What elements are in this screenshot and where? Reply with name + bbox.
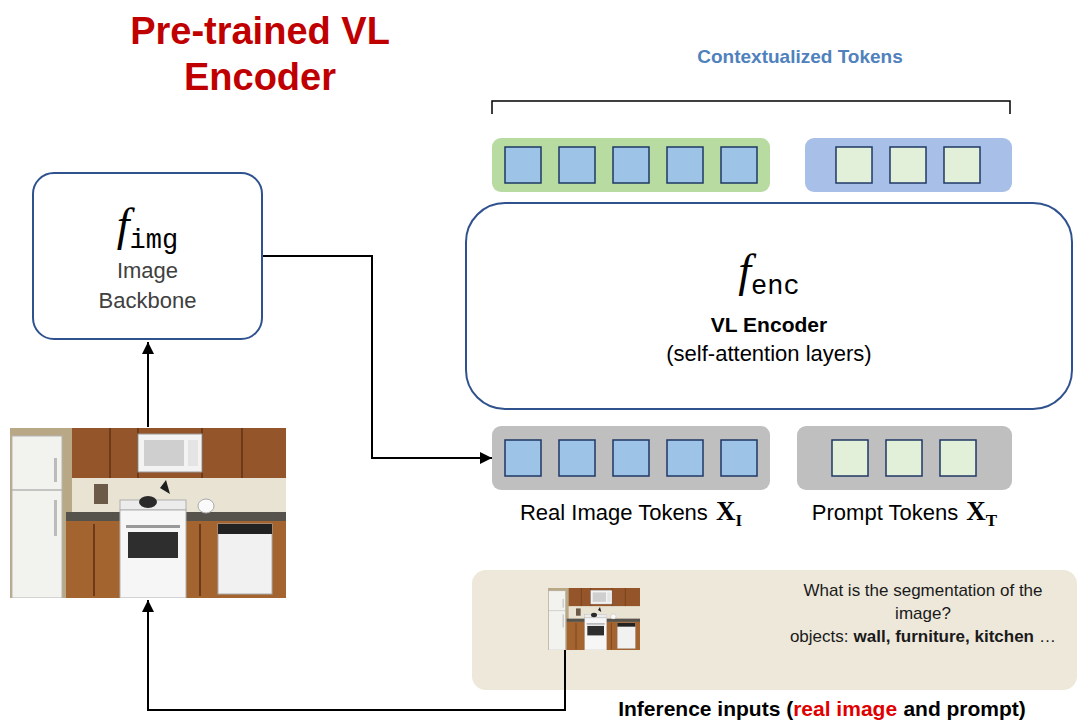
math-subscript: T bbox=[986, 511, 997, 530]
image-token-squares bbox=[559, 440, 595, 476]
math-symbol: X bbox=[716, 496, 736, 526]
image-token-squares bbox=[613, 440, 649, 476]
contextualized-image-tokens bbox=[667, 147, 703, 183]
text-row: Real Image Tokens XI bbox=[520, 496, 742, 531]
token-label: Prompt Tokens bbox=[812, 500, 958, 525]
kitchen-photo bbox=[10, 428, 286, 598]
module-note: (self-attention layers) bbox=[666, 341, 871, 366]
prompt-objects: wall, furniture, kitchen bbox=[854, 627, 1034, 646]
inference-caption-text: real image bbox=[793, 697, 897, 720]
text-row: objects: wall, furniture, kitchen … bbox=[777, 626, 1069, 649]
contextualized-prompt-tokens bbox=[805, 138, 1012, 192]
contextualized-image-tokens bbox=[721, 147, 757, 183]
token-group: Real Image TokensXI bbox=[492, 426, 770, 490]
inference-caption-text: and prompt) bbox=[903, 697, 1025, 720]
prompt-panel: What is the segmentation of the image? ob… bbox=[472, 570, 1077, 690]
text-row: (self-attention layers) bbox=[666, 339, 871, 370]
image-backbone-box: fimgImage Backbone bbox=[32, 172, 263, 340]
diagram-title: Pre-trained VL Encoder bbox=[100, 8, 420, 101]
math-subscript: I bbox=[735, 511, 742, 530]
contextualized-prompt-tokens bbox=[944, 147, 980, 183]
contextualized-image-tokens bbox=[559, 147, 595, 183]
kitchen-photo bbox=[10, 428, 286, 598]
token-label: Real Image Tokens bbox=[520, 500, 708, 525]
text-group: fenc VL Encoder(self-attention layers) bbox=[666, 242, 871, 370]
section-label-text: Contextualized Tokens bbox=[697, 46, 903, 67]
prompt-thumbnail bbox=[548, 588, 640, 692]
image-token-squares bbox=[721, 440, 757, 476]
prompt-token-squares bbox=[797, 426, 1012, 490]
text-group: What is the segmentation of the image? ob… bbox=[777, 580, 1069, 649]
contextualized-prompt-tokens bbox=[836, 147, 872, 183]
prompt-token-squares bbox=[940, 440, 976, 476]
text-row: VL Encoder bbox=[666, 302, 871, 339]
prompt-ellipsis: … bbox=[1039, 627, 1056, 646]
section-label: Contextualized Tokens bbox=[590, 46, 1010, 68]
connector-arrow bbox=[263, 256, 492, 458]
text-group: Real Image Tokens XI bbox=[520, 496, 742, 531]
vl-encoder-box: fenc VL Encoder(self-attention layers) bbox=[465, 202, 1073, 410]
text-group: fimgImage Backbone bbox=[92, 196, 204, 315]
module-name: Image Backbone bbox=[92, 256, 204, 315]
inference-caption: Inference inputs (real image and prompt) bbox=[572, 697, 1072, 721]
text-row: What is the segmentation of the image? bbox=[777, 580, 1069, 626]
image-token-squares bbox=[667, 440, 703, 476]
math-symbol: X bbox=[966, 496, 986, 526]
contextualized-image-tokens bbox=[492, 138, 770, 192]
contextualized-image-tokens bbox=[613, 147, 649, 183]
connectors bbox=[263, 256, 492, 458]
prompt-question: What is the segmentation of the image? bbox=[803, 581, 1042, 623]
function-symbol: f bbox=[117, 199, 130, 250]
prompt-thumbnail bbox=[548, 588, 640, 650]
token-group: Prompt TokensXT bbox=[797, 426, 1012, 490]
prompt-thumbnail bbox=[564, 650, 566, 690]
image-token-squares bbox=[505, 440, 541, 476]
contextualized-tokens-bracket bbox=[492, 101, 1010, 114]
image-token-squares bbox=[492, 426, 770, 490]
text-row: fenc bbox=[666, 242, 871, 302]
prompt-token-squares bbox=[886, 440, 922, 476]
text-row: Image Backbone bbox=[92, 256, 204, 315]
function-symbol: f bbox=[738, 245, 751, 296]
inference-caption-text: Inference inputs ( bbox=[618, 697, 793, 720]
function-subscript: img bbox=[130, 226, 179, 256]
contextualized-image-tokens bbox=[492, 138, 770, 192]
module-name: VL Encoder bbox=[711, 310, 827, 339]
text-row: fimg bbox=[92, 196, 204, 256]
prompt-token-squares bbox=[832, 440, 868, 476]
prompt-key: objects: bbox=[790, 627, 849, 646]
text-row: Prompt Tokens XT bbox=[812, 496, 997, 531]
contextualized-tokens-bracket bbox=[492, 101, 1010, 114]
contextualized-prompt-tokens bbox=[805, 138, 1012, 192]
contextualized-prompt-tokens bbox=[890, 147, 926, 183]
contextualized-image-tokens bbox=[505, 147, 541, 183]
text-group: Prompt Tokens XT bbox=[812, 496, 997, 531]
input-arrows bbox=[147, 342, 149, 427]
function-subscript: enc bbox=[751, 272, 800, 302]
